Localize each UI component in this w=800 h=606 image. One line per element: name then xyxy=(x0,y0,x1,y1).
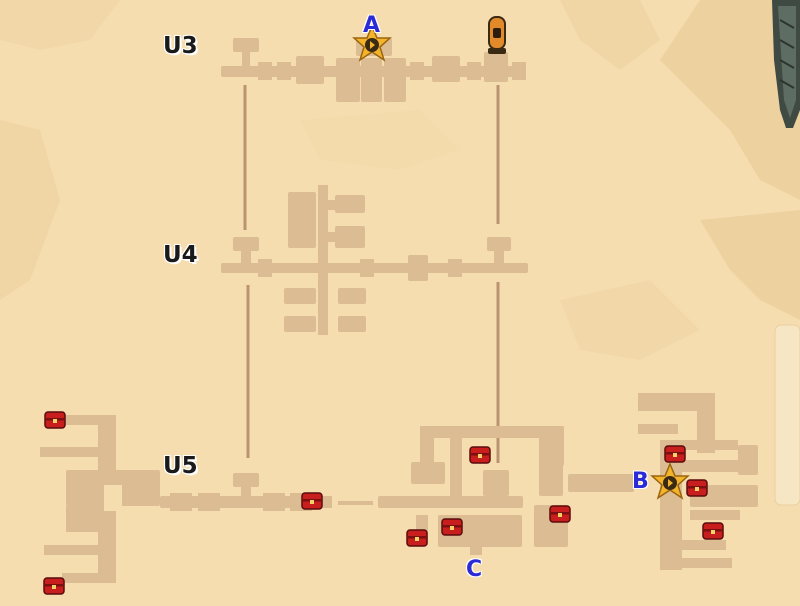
warp-star-icon[interactable] xyxy=(352,24,392,62)
lantern-icon[interactable] xyxy=(488,16,506,54)
floor-label-u4: U4 xyxy=(163,242,198,268)
shovel-icon xyxy=(772,0,800,128)
treasure-chest-icon[interactable] xyxy=(549,505,571,523)
marker-label-a: A xyxy=(363,13,381,38)
treasure-chest-icon[interactable] xyxy=(441,518,463,536)
treasure-chest-icon[interactable] xyxy=(43,577,65,595)
treasure-chest-icon[interactable] xyxy=(664,445,686,463)
floor-u5-rooms xyxy=(40,393,758,583)
treasure-chest-icon[interactable] xyxy=(406,529,428,547)
treasure-chest-icon[interactable] xyxy=(301,492,323,510)
treasure-chest-icon[interactable] xyxy=(686,479,708,497)
marker-label-c: C xyxy=(466,557,483,582)
marker-label-b: B xyxy=(632,469,649,494)
treasure-chest-icon[interactable] xyxy=(44,411,66,429)
floor-label-u5: U5 xyxy=(163,453,198,479)
warp-star-icon[interactable] xyxy=(650,462,690,500)
floor-label-u3: U3 xyxy=(163,33,198,59)
treasure-chest-icon[interactable] xyxy=(702,522,724,540)
floor-u4-rooms xyxy=(221,185,528,335)
treasure-chest-icon[interactable] xyxy=(469,446,491,464)
